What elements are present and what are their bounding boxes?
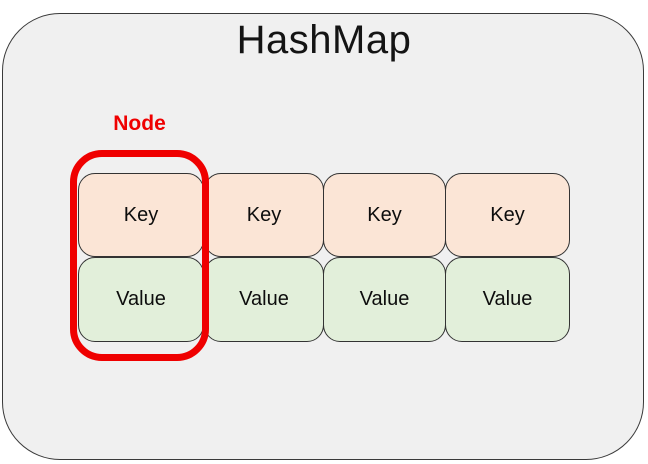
key-cell-3: Key bbox=[323, 173, 446, 257]
node-annotation-label: Node bbox=[113, 112, 166, 135]
key-cell-label: Key bbox=[123, 203, 159, 226]
key-cell-4: Key bbox=[445, 173, 570, 257]
key-cell-1: Key bbox=[78, 173, 204, 257]
value-cell-label: Value bbox=[482, 288, 533, 310]
value-cell-label: Value bbox=[239, 288, 289, 310]
value-cell-3: Value bbox=[323, 257, 446, 342]
key-cell-label: Key bbox=[367, 203, 402, 226]
value-cell-label: Value bbox=[116, 288, 166, 310]
value-cell-label: Value bbox=[359, 288, 410, 310]
node-outline bbox=[70, 150, 209, 361]
key-cell-2: Key bbox=[204, 173, 324, 257]
key-cell-label: Key bbox=[246, 203, 282, 226]
value-cell-2: Value bbox=[204, 257, 324, 342]
value-cell-4: Value bbox=[445, 257, 570, 342]
key-cell-label: Key bbox=[490, 203, 525, 226]
diagram-title: HashMap bbox=[236, 18, 412, 62]
